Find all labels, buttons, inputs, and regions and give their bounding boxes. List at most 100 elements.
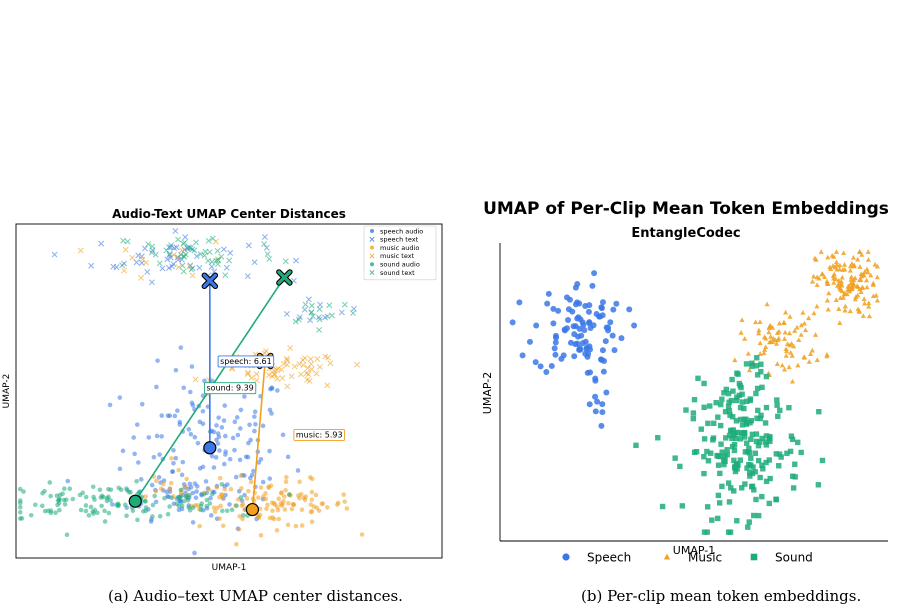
chart-b-point-sound [746,519,752,525]
chart-b-point-sound [739,485,745,491]
chart-a-point-sound-text [316,316,323,323]
chart-a-point-music-audio [275,504,280,510]
chart-a-point-speech-text [184,244,191,251]
chart-a-point-speech-audio [171,461,176,466]
chart-b-point-sound [755,407,761,414]
chart-a-point-sound-audio [201,491,207,497]
chart-b-point-sound [747,396,754,402]
chart-b-legend-marker-music [663,553,671,560]
chart-a-point-music-audio [217,516,222,521]
chart-a-point-speech-audio [227,502,232,507]
chart-b-point-sound [749,431,756,438]
chart-b-point-music [776,320,783,326]
chart-b-point-sound [752,450,759,456]
chart-b-point-music [794,324,800,330]
chart-b-point-music [756,327,762,333]
chart-b-point-music [798,332,804,337]
chart-a-point-sound-text [326,302,333,309]
chart-b-point-music [842,307,848,313]
chart-b-point-sound [701,404,707,411]
chart-a-point-speech-audio [223,452,228,457]
chart-b-point-music [847,308,853,314]
chart-a-point-sound-text [292,318,299,325]
chart-a-point-sound-text [324,313,331,320]
chart-b-point-sound [701,470,707,477]
chart-b-point-sound [786,404,792,411]
chart-a-point-sound-text [308,309,315,316]
chart-b-point-speech [545,290,552,297]
chart-a-point-speech-audio [154,384,159,390]
chart-a-point-speech-audio [136,460,141,465]
chart-b-point-sound [739,422,746,428]
chart-a-point-sound-audio [124,486,129,491]
chart-a-point-speech-audio [200,464,206,470]
chart-b-point-music [742,336,748,341]
chart-b-point-music [861,296,867,302]
chart-b-point-music [768,334,774,339]
chart-a-point-speech-audio [188,484,194,490]
chart-a-point-sound-audio [28,512,34,518]
chart-a-point-sound-audio [186,492,192,498]
chart-b-point-speech [572,301,579,308]
chart-a-point-music-text [284,383,291,390]
chart-b-point-music [767,323,773,328]
chart-b-point-sound [701,380,707,387]
chart-b-point-music [786,330,793,336]
chart-b-point-sound [742,449,749,455]
chart-a-point-speech-audio [247,422,252,428]
chart-b-point-sound [790,485,797,491]
chart-b-point-sound [749,363,755,369]
chart-a-point-music-text [354,361,361,368]
chart-b-point-music [824,297,830,303]
chart-a-point-music-audio [176,467,181,473]
chart-b-point-music [872,261,878,267]
chart-a-point-sound-audio [55,498,61,503]
chart-a-point-speech-text [220,246,227,253]
chart-a-point-sound-text [295,316,302,323]
chart-a-point-speech-audio [222,403,228,408]
chart-a-point-music-audio [215,505,220,511]
chart-a-point-speech-audio [216,415,221,420]
chart-a-point-speech-audio [139,401,145,407]
chart-b-point-music [845,283,851,289]
chart-a-point-sound-audio [54,493,60,498]
chart-b-point-sound [754,385,761,392]
chart-a-point-speech-audio [223,492,228,498]
chart-b-point-sound [763,404,770,411]
chart-a-point-speech-audio [159,413,165,418]
chart-a-point-speech-audio [242,394,247,399]
chart-a-point-speech-text [261,234,268,240]
chart-b-point-music [763,344,769,350]
chart-a-point-sound-audio [181,498,187,504]
chart-b-point-music [824,278,830,284]
chart-b-point-music [864,266,870,272]
chart-a-point-speech-audio [186,427,192,432]
chart-b-point-music [874,274,880,280]
chart-b-point-music [825,254,831,260]
chart-a-point-speech-audio [178,345,184,350]
chart-b-point-music [783,346,789,352]
chart-b-point-sound [789,473,796,479]
chart-b-point-speech [583,344,590,351]
chart-a-point-speech-audio [156,475,162,480]
chart-a-point-speech-audio [221,461,227,467]
chart-b-point-sound [741,429,748,436]
chart-b-point-music [860,313,866,318]
chart-b-point-sound [784,450,790,457]
chart-b-point-sound [819,457,826,464]
chart-b-point-sound [724,447,730,453]
chart-b-point-music [833,297,839,302]
chart-b-point-sound [677,463,683,470]
chart-a-point-music-audio [228,486,234,492]
chart-a-point-music-audio [325,505,330,510]
chart-b-point-sound [683,407,689,413]
chart-b-point-sound [741,405,747,412]
chart-b-point-sound [725,403,732,410]
chart-a-point-speech-audio [202,378,207,384]
chart-a-point-speech-audio [233,474,239,480]
chart-a-point-music-audio [153,488,159,494]
chart-b-point-music [753,319,759,325]
chart-b-point-music [840,267,846,272]
chart-a-point-music-text [296,361,303,368]
